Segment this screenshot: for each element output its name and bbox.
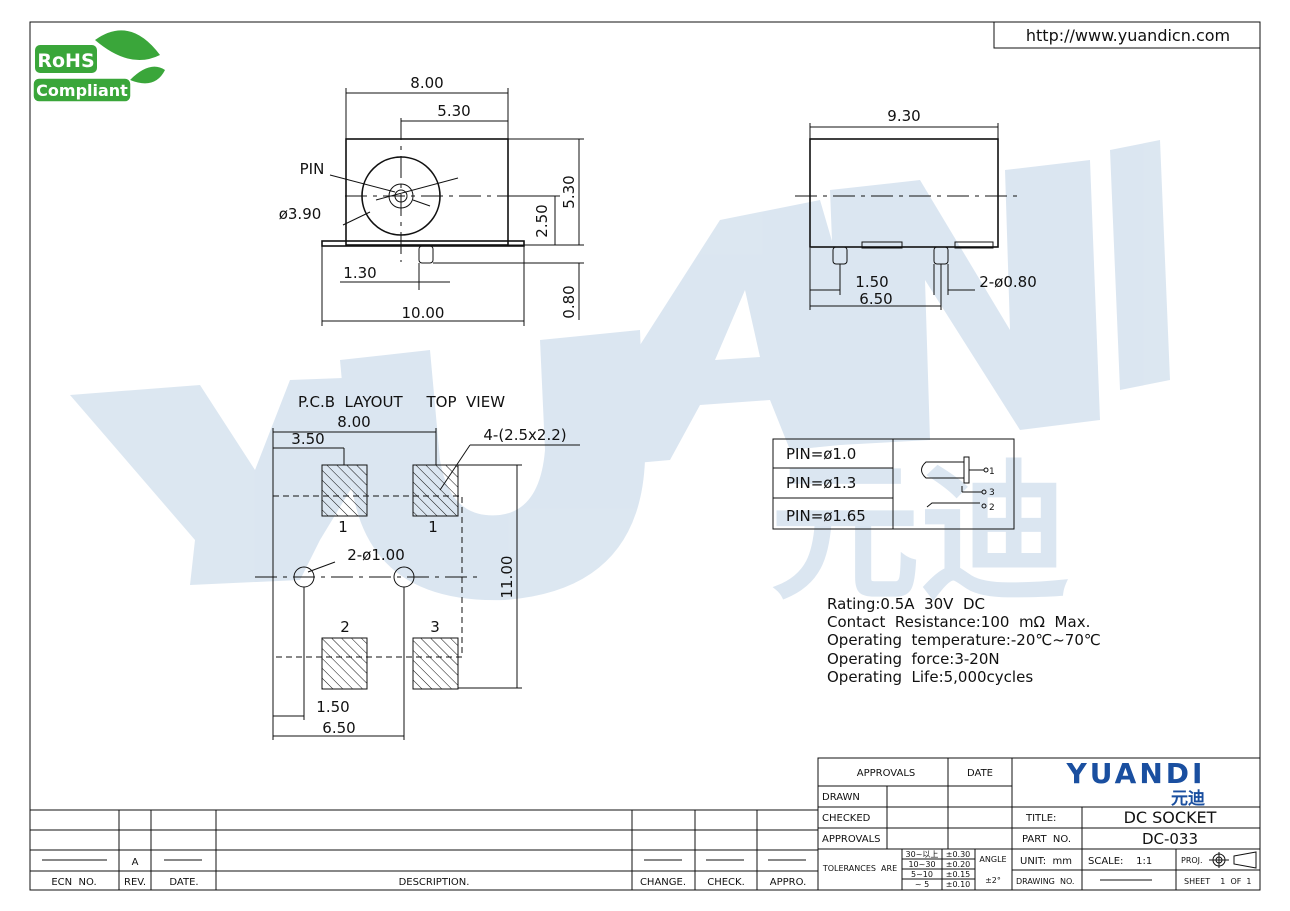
spec-line: Operating Life:5,000cycles <box>827 668 1033 686</box>
title-block: APPROVALS DATE DRAWN CHECKED APPROVALS T… <box>817 757 1261 891</box>
revision-block: A ECN NO. REV. DATE. DESCRIPTION. CHANGE… <box>30 809 818 890</box>
tolerance-value: ±0.20 <box>946 860 971 869</box>
watermark-cjk: 元迪 <box>770 447 1070 621</box>
side-dim-pin-diameter: 2-ø0.80 <box>979 273 1037 291</box>
pcb-title: P.C.B LAYOUT TOP VIEW <box>298 393 505 411</box>
side-view: 9.30 1.50 6.50 2-ø0.80 <box>795 107 1037 310</box>
front-dim-height: 5.30 <box>560 175 578 208</box>
pin-schematic-label: 3 <box>989 488 995 498</box>
pin-table-row: PIN=ø1.65 <box>786 507 866 525</box>
rohs-top: RoHS <box>37 50 94 72</box>
front-dim-width-top: 8.00 <box>410 74 443 92</box>
pcb-dim-hole-span: 6.50 <box>322 719 355 737</box>
pcb-layout: P.C.B LAYOUT TOP VIEW 8.00 3.50 4-(2.5x2… <box>255 393 580 740</box>
pin-table: PIN=ø1.0 PIN=ø1.3 PIN=ø1.65 1 3 2 <box>772 438 1015 530</box>
front-dim-pin-offset: 1.30 <box>343 264 376 282</box>
website-box: http://www.yuandicn.com <box>993 21 1261 49</box>
rev-value: A <box>132 857 139 868</box>
title-approvals-header: APPROVALS <box>857 768 916 779</box>
pin-schematic-label: 1 <box>989 467 995 477</box>
title-value: DC SOCKET <box>1124 808 1217 827</box>
pcb-dim-height: 11.00 <box>498 556 516 599</box>
side-dim-width: 9.30 <box>887 107 920 125</box>
spec-line: Operating temperature:-20℃~70℃ <box>827 631 1101 649</box>
proj-label: PROJ. <box>1181 856 1203 865</box>
title-label: TITLE: <box>1025 813 1056 824</box>
pin-schematic-label: 2 <box>989 503 995 513</box>
watermark: 元迪 <box>70 140 1170 621</box>
pcb-pad-label: 3 <box>430 618 440 636</box>
pcb-pad-label: 1 <box>428 518 438 536</box>
pcb-dim-left: 3.50 <box>291 430 324 448</box>
brand-logo-cjk: 元迪 <box>1171 788 1205 809</box>
spec-line: Contact Resistance:100 mΩ Max. <box>827 613 1090 631</box>
brand-logo: YUANDI <box>1066 757 1206 790</box>
sheet-label: SHEET 1 OF 1 <box>1184 877 1252 886</box>
front-dim-center-offset: 5.30 <box>437 102 470 120</box>
front-dim-total-width: 10.00 <box>402 304 445 322</box>
pcb-dim-hole-offset: 1.50 <box>316 698 349 716</box>
tolerances-label: TOLERANCES ARE <box>822 864 897 873</box>
spec-line: Rating:0.5A 30V DC <box>827 595 985 613</box>
sheet-border <box>29 21 1261 891</box>
rev-header: DATE. <box>169 877 198 888</box>
website-text: http://www.yuandicn.com <box>1026 26 1230 45</box>
pin-table-row: PIN=ø1.0 <box>786 445 856 463</box>
tolerance-range: 5~10 <box>911 870 933 879</box>
title-row-label: DRAWN <box>822 792 860 803</box>
rev-header: APPRO. <box>770 877 807 888</box>
side-dim-pin-offset: 1.50 <box>855 273 888 291</box>
front-dim-pin-length: 0.80 <box>560 285 578 318</box>
rohs-badge: RoHS Compliant <box>32 30 165 103</box>
drawing-no-label: DRAWING NO. <box>1016 877 1074 886</box>
pcb-pad-label: 1 <box>338 518 348 536</box>
unit-label: UNIT: mm <box>1020 856 1072 867</box>
tolerance-value: ±0.15 <box>946 870 971 879</box>
front-dim-center-height: 2.50 <box>533 204 551 237</box>
tolerance-value: ±0.10 <box>946 880 971 889</box>
pcb-dim-width: 8.00 <box>337 413 370 431</box>
spec-line: Operating force:3-20N <box>827 650 1000 668</box>
rev-header: CHECK. <box>707 877 745 888</box>
part-label: PART NO. <box>1022 834 1071 845</box>
pcb-dim-holes: 2-ø1.00 <box>347 546 405 564</box>
pcb-pad-label: 2 <box>340 618 350 636</box>
front-label-pin: PIN <box>300 160 325 178</box>
pin-schematic: 1 3 2 <box>921 456 995 513</box>
front-label-diameter: ø3.90 <box>279 205 322 223</box>
tolerance-range: 10~30 <box>908 860 935 869</box>
part-value: DC-033 <box>1142 830 1198 848</box>
side-dim-pin-span: 6.50 <box>859 290 892 308</box>
rev-header: CHANGE. <box>640 877 686 888</box>
projection-symbol-icon <box>1209 851 1257 869</box>
spec-list: Rating:0.5A 30V DC Contact Resistance:10… <box>827 595 1101 686</box>
pin-table-row: PIN=ø1.3 <box>786 474 856 492</box>
rev-header: ECN NO. <box>51 877 96 888</box>
rev-header: REV. <box>124 877 146 888</box>
title-row-label: CHECKED <box>822 813 871 824</box>
rohs-bottom: Compliant <box>36 81 128 100</box>
angle-label: ANGLE <box>979 855 1006 864</box>
title-row-label: APPROVALS <box>822 834 881 845</box>
pcb-dim-pads: 4-(2.5x2.2) <box>483 426 566 444</box>
tolerance-range: 30~以上 <box>906 850 939 859</box>
front-view: 8.00 5.30 5.30 2.50 1.30 10.00 0.80 PIN … <box>279 74 584 326</box>
rev-header: DESCRIPTION. <box>399 877 470 888</box>
tolerance-value: ±0.30 <box>946 850 971 859</box>
tolerance-range: ~ 5 <box>915 880 929 889</box>
angle-value: ±2° <box>985 876 1001 885</box>
title-date-header: DATE <box>967 768 993 779</box>
scale-label: SCALE: 1:1 <box>1088 856 1152 867</box>
